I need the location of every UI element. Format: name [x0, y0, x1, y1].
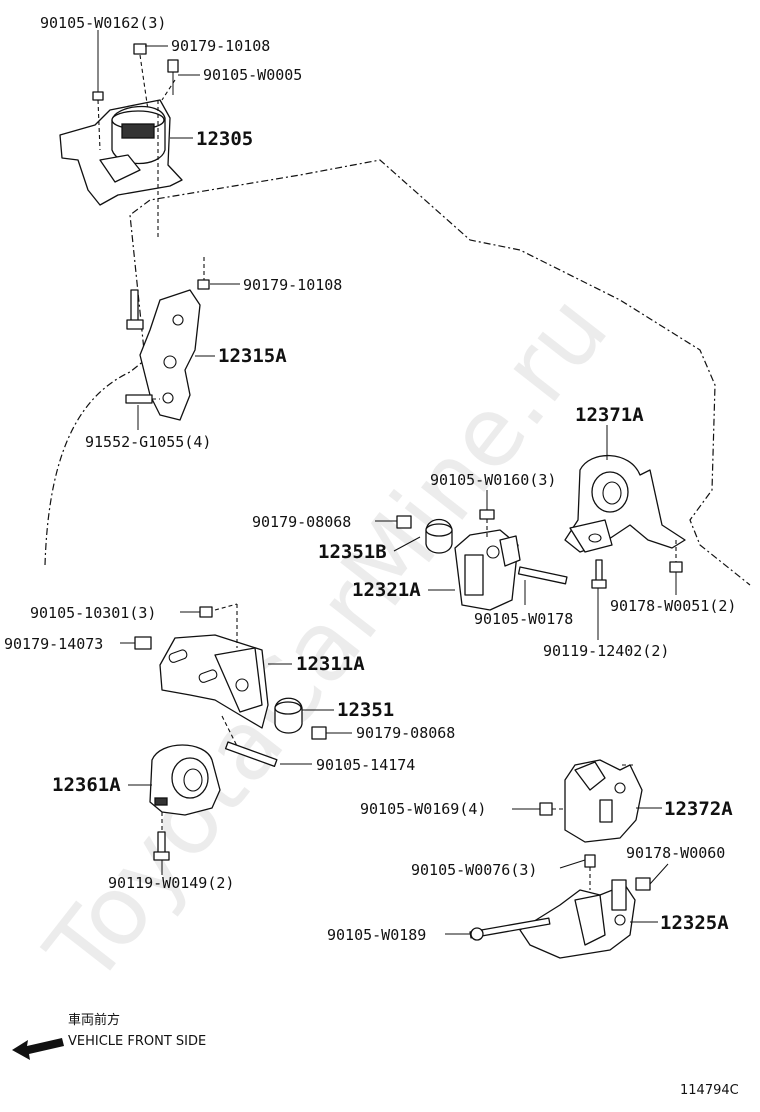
label-12351B: 12351B	[318, 541, 387, 563]
bracket-12325A	[469, 854, 651, 959]
label-12315A: 12315A	[218, 345, 287, 367]
direction-indicator: 車両前方 VEHICLE FRONT SIDE	[12, 1012, 206, 1060]
label-90119-12402: 90119-12402(2)	[543, 642, 669, 660]
arrow-left-icon	[12, 1038, 64, 1060]
bracket-12311A	[134, 603, 327, 768]
label-90105-W0005: 90105-W0005	[203, 66, 302, 84]
label-90179-10108-mid: 90179-10108	[243, 276, 342, 294]
label-90119-W0149: 90119-W0149(2)	[108, 874, 234, 892]
label-12325A: 12325A	[660, 912, 729, 934]
label-90178-W0051: 90178-W0051(2)	[610, 597, 736, 615]
label-90105-W0160: 90105-W0160(3)	[430, 471, 556, 489]
direction-japanese: 車両前方	[68, 1012, 120, 1028]
label-90179-14073: 90179-14073	[4, 635, 103, 653]
bracket-12315A	[125, 257, 210, 421]
engine-mount-12305	[59, 43, 183, 240]
label-90179-08068-lower: 90179-08068	[356, 724, 455, 742]
label-91552-G1055: 91552-G1055(4)	[85, 433, 211, 451]
leader-lines	[97, 30, 677, 935]
label-90105-W0189: 90105-W0189	[327, 926, 426, 944]
label-12372A: 12372A	[664, 798, 733, 820]
label-12351: 12351	[337, 699, 394, 721]
label-12371A: 12371A	[575, 404, 644, 426]
engine-outline	[44, 159, 751, 586]
engine-mount-12371A	[564, 454, 686, 589]
figure-id: 114794C	[680, 1083, 739, 1098]
engine-mount-12372A	[539, 759, 643, 843]
label-90179-10108-top: 90179-10108	[171, 37, 270, 55]
label-90105-10301: 90105-10301(3)	[30, 604, 156, 622]
label-12361A: 12361A	[52, 774, 121, 796]
bracket-12321A	[396, 509, 568, 611]
label-90105-W0178: 90105-W0178	[474, 610, 573, 628]
label-90105-14174: 90105-14174	[316, 756, 415, 774]
watermark: ToyotaCarMine.ru	[24, 274, 629, 1005]
label-90105-W0162: 90105-W0162(3)	[40, 14, 166, 32]
direction-english: VEHICLE FRONT SIDE	[68, 1034, 206, 1049]
engine-mount-12361A	[149, 744, 221, 861]
label-90105-W0169: 90105-W0169(4)	[360, 800, 486, 818]
label-90105-W0076: 90105-W0076(3)	[411, 861, 537, 879]
label-90178-W0060: 90178-W0060	[626, 844, 725, 862]
label-12321A: 12321A	[352, 579, 421, 601]
label-90179-08068-upper: 90179-08068	[252, 513, 351, 531]
label-12305: 12305	[196, 128, 253, 150]
label-12311A: 12311A	[296, 653, 365, 675]
